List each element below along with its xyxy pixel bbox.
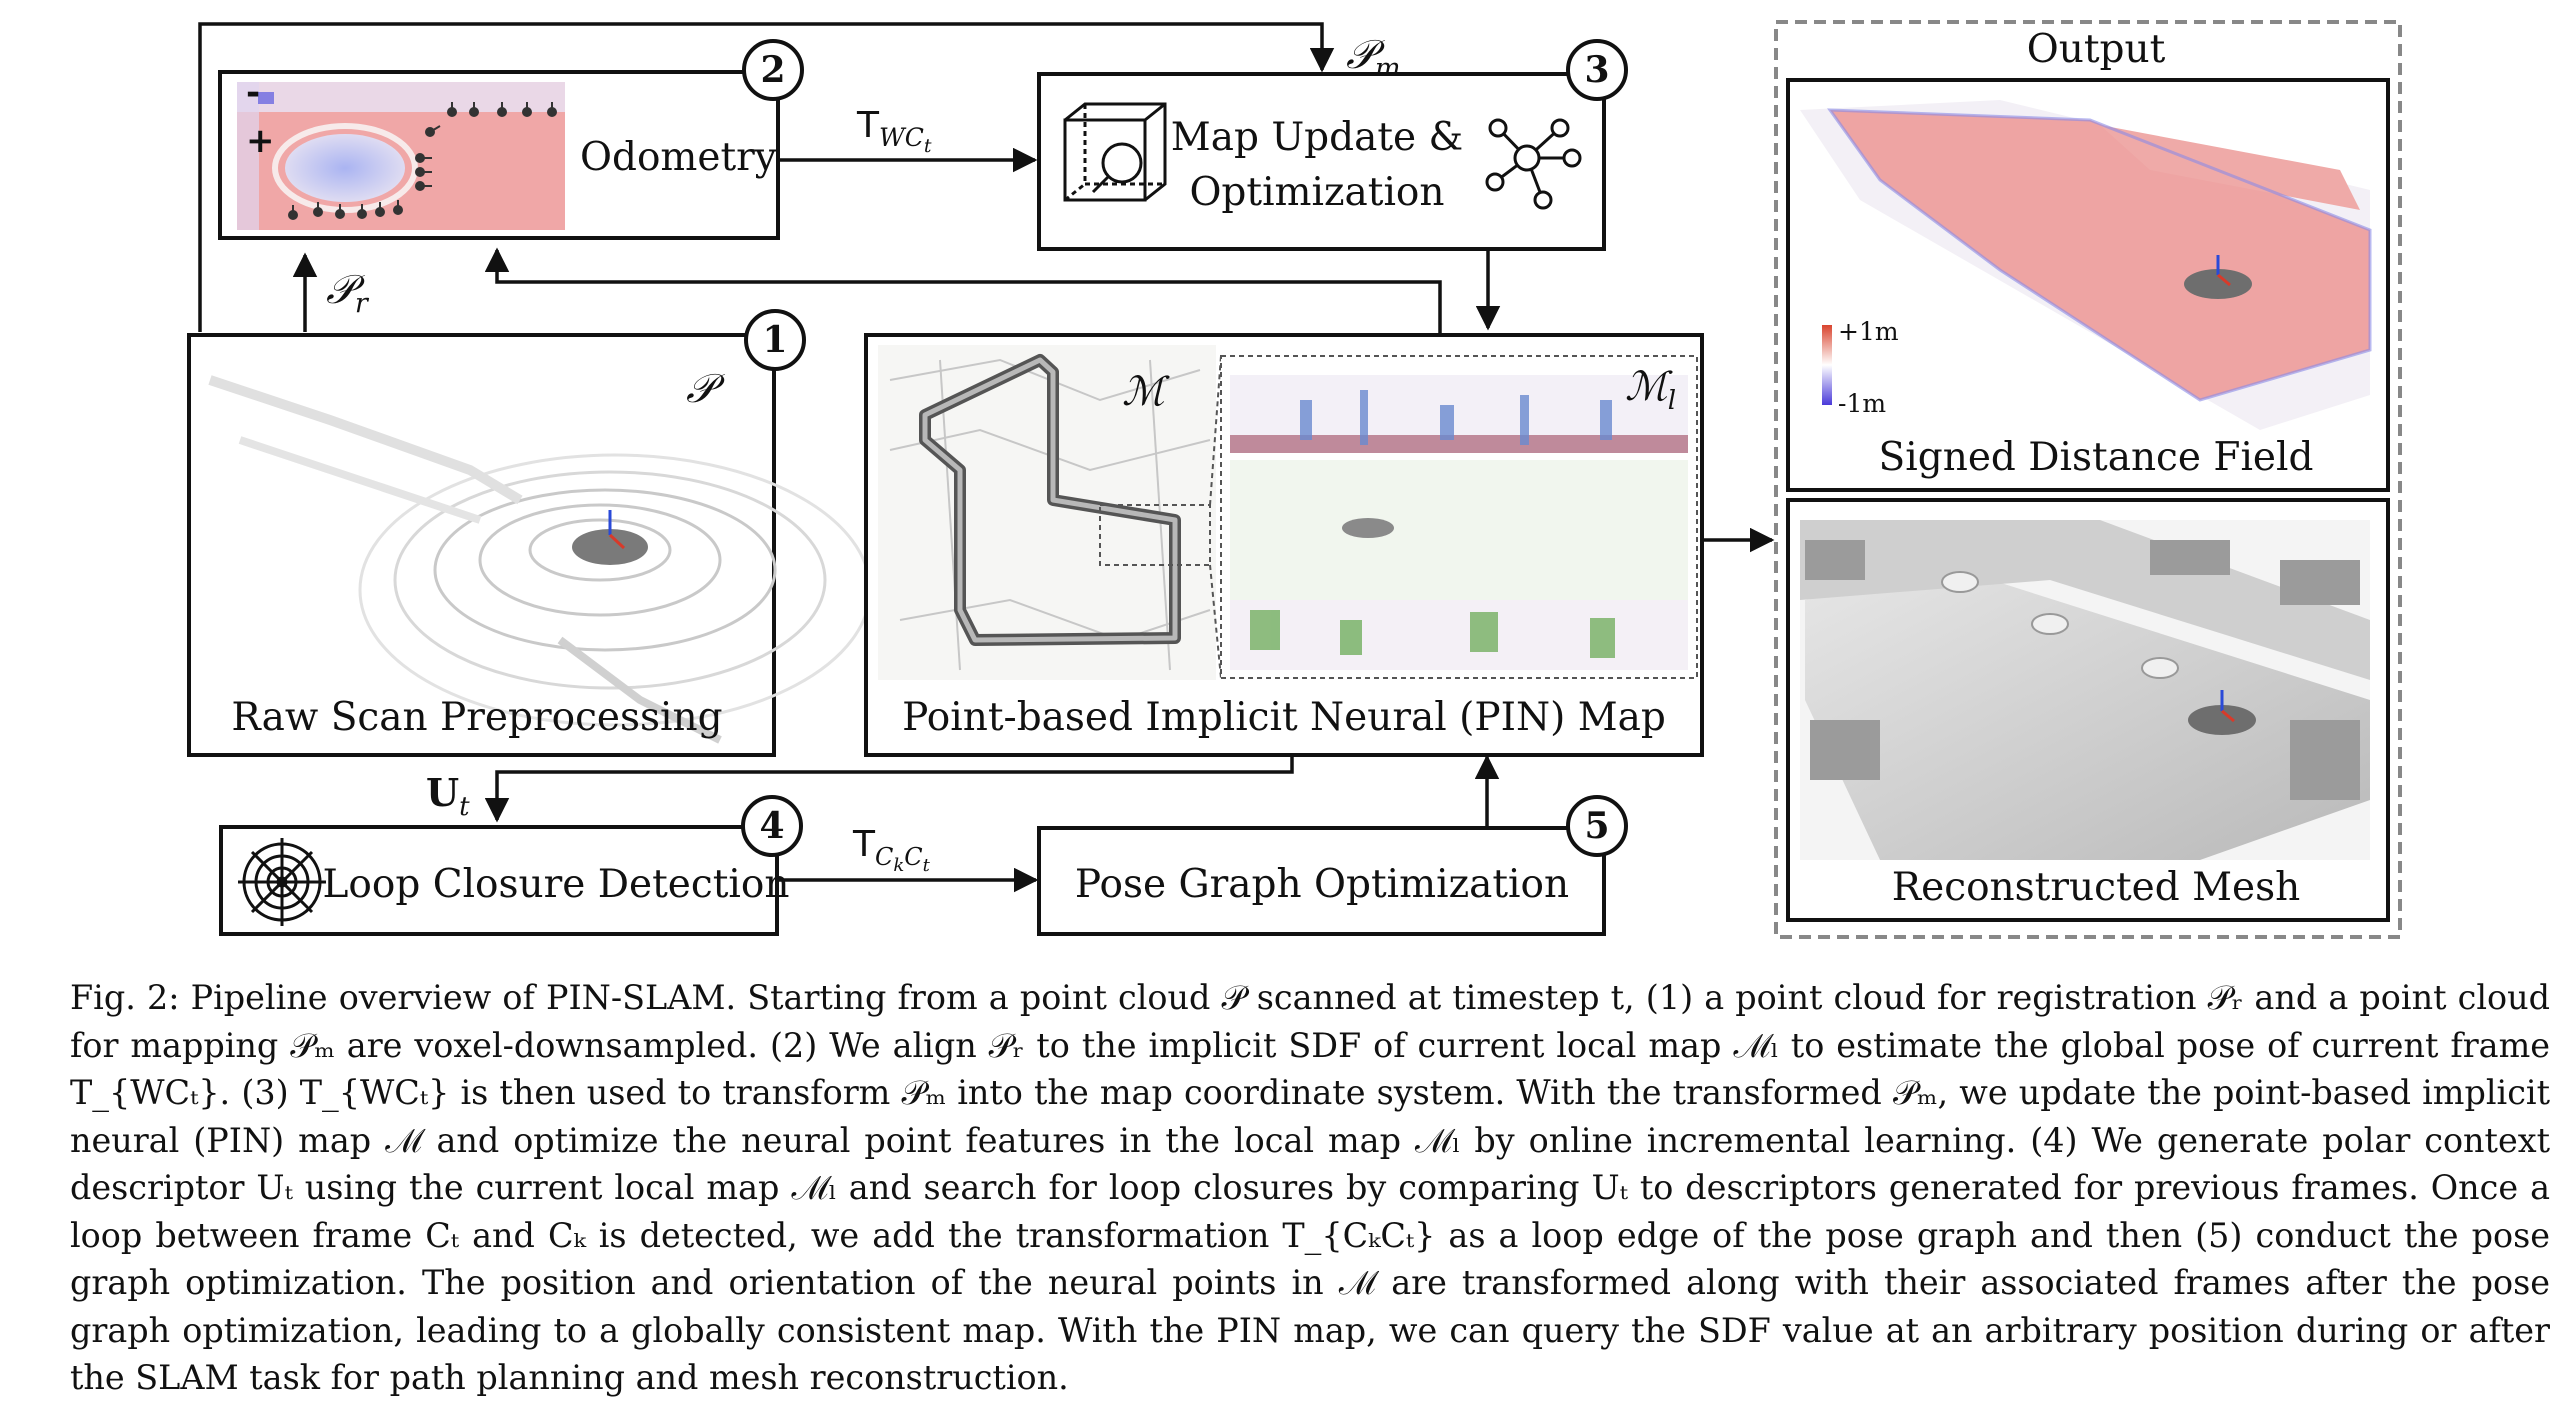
figure-caption: Fig. 2: Pipeline overview of PIN-SLAM. S…	[70, 974, 2550, 1402]
polar-context-icon	[238, 838, 326, 926]
step-number-2	[742, 39, 804, 101]
local-map-symbol: ℳl	[1625, 364, 1676, 416]
pipeline-diagram: 𝒫m 𝒫r TWCt Ut TCkCt	[187, 20, 2402, 939]
raw-scan-pointcloud	[208, 375, 872, 744]
edge-pm	[198, 22, 1335, 332]
graph-network-icon	[1485, 118, 1582, 210]
edge-label-ut: Ut	[426, 770, 470, 822]
loop-closure-module: Loop Closure Detection 4	[219, 795, 803, 936]
pose-graph-label: Pose Graph Optimization	[1075, 862, 1569, 907]
svg-text:4: 4	[759, 805, 784, 847]
odometry-sign-plus: +	[246, 121, 275, 161]
preprocessing-label: Raw Scan Preprocessing	[231, 695, 722, 740]
legend-max-label: +1m	[1838, 317, 1899, 346]
local-map-thumbnail: ℳl	[1220, 355, 1698, 679]
odometry-module: - + Odometry 2	[218, 39, 804, 240]
edge-pin-to-odometry	[484, 247, 1442, 352]
output-title: Output	[2027, 27, 2166, 72]
output-panel: Output +1m -1m Signed Distance Field	[1774, 20, 2402, 939]
sdf-color-legend	[1822, 325, 1832, 405]
svg-text:2: 2	[760, 49, 785, 91]
map-update-line2: Optimization	[1189, 170, 1444, 215]
sdf-output: +1m -1m Signed Distance Field	[1786, 78, 2390, 492]
step-number-5	[1566, 795, 1628, 857]
global-map-symbol: ℳ	[1122, 369, 1170, 415]
loop-closure-label: Loop Closure Detection	[323, 862, 790, 907]
mesh-label: Reconstructed Mesh	[1892, 865, 2300, 910]
pose-graph-module: Pose Graph Optimization 5	[1037, 795, 1628, 936]
mesh-output: Reconstructed Mesh	[1786, 498, 2390, 922]
caption-fig-label: Fig. 2:	[70, 978, 180, 1017]
svg-text:3: 3	[1584, 49, 1609, 91]
edge-label-pr: 𝒫r	[326, 267, 370, 319]
sdf-label: Signed Distance Field	[1879, 435, 2314, 480]
cube-search-icon	[1063, 102, 1167, 202]
step-number-4	[741, 795, 803, 857]
edge-ut	[484, 752, 1294, 823]
connectors	[198, 22, 1775, 893]
global-map-thumbnail: ℳ	[878, 345, 1216, 680]
vehicle-marker	[572, 529, 648, 565]
edge-label-twc: TWCt	[856, 105, 932, 157]
step-number-3	[1566, 39, 1628, 101]
step-number-1	[744, 309, 806, 371]
pin-map-label: Point-based Implicit Neural (PIN) Map	[902, 695, 1666, 740]
caption-text: Pipeline overview of PIN-SLAM. Starting …	[70, 978, 2550, 1397]
preprocessing-module: 𝒫 Raw Scan Preprocessing 1	[187, 309, 872, 757]
pin-map-module: ℳ ℳl Point-based Implicit Neural (PIN) M…	[864, 333, 1704, 757]
odometry-label: Odometry	[580, 135, 777, 180]
legend-min-label: -1m	[1838, 389, 1886, 418]
svg-text:5: 5	[1584, 805, 1609, 847]
map-update-module: Map Update & Optimization 3	[1037, 39, 1628, 251]
odometry-sign-minus: -	[246, 73, 260, 113]
svg-text:1: 1	[762, 319, 787, 361]
edge-label-tckct: TCkCt	[852, 824, 931, 876]
sdf-odometry-thumbnail: - +	[237, 73, 565, 230]
map-update-line1: Map Update &	[1171, 115, 1463, 160]
